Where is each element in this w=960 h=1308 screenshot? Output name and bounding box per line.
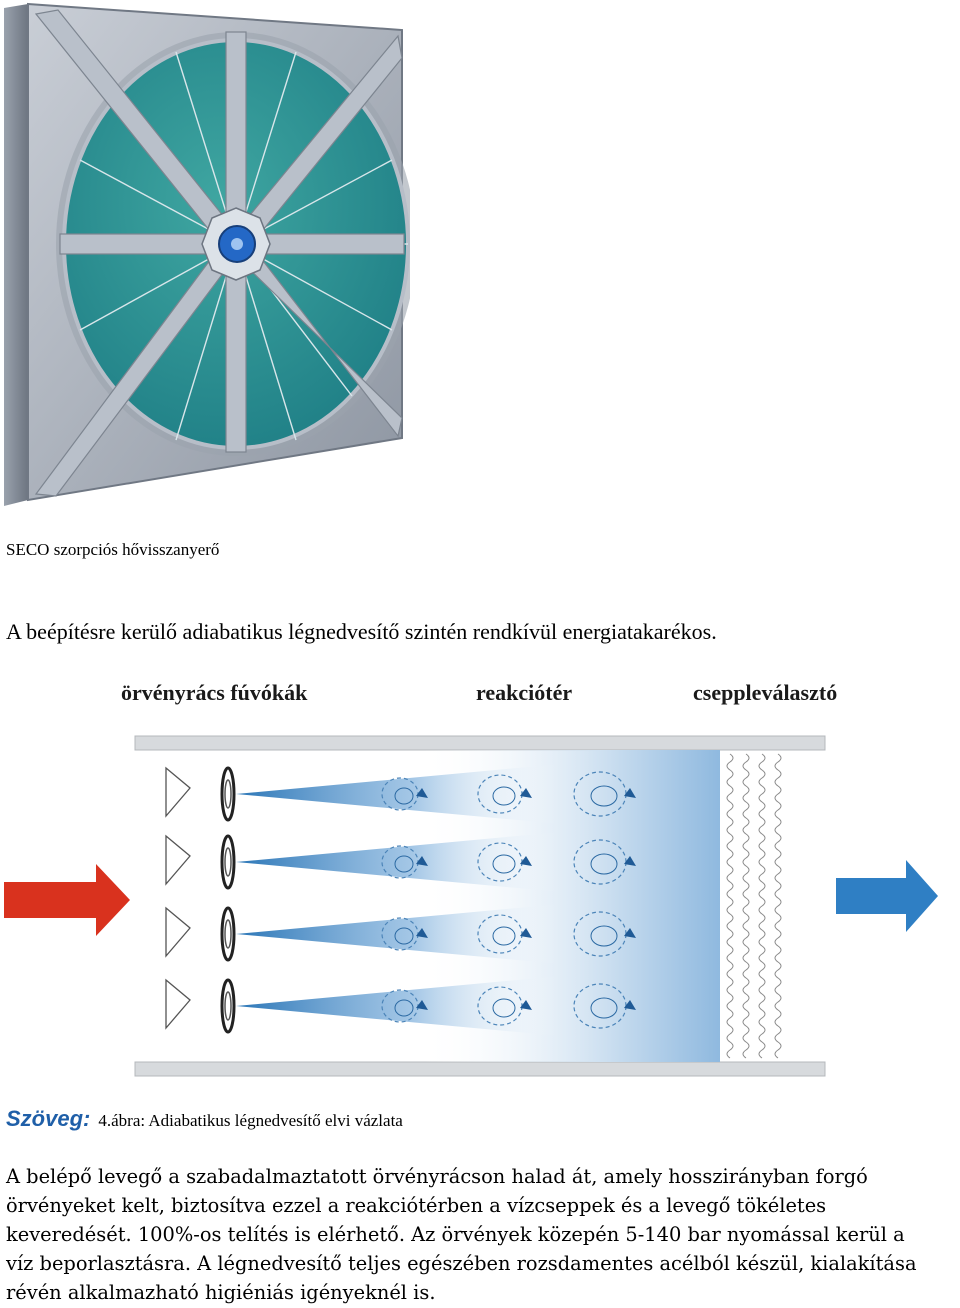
- paragraph-line: A belépő levegő a szabadalmaztatott örvé…: [6, 1165, 868, 1188]
- zone-label-reaction-chamber: reakciótér: [476, 680, 573, 705]
- swirl-vane: [165, 978, 191, 1030]
- figure-caption: 4.ábra: Adiabatikus légnedvesítő elvi vá…: [98, 1111, 403, 1130]
- intro-sentence: A beépítésre kerülő adiabatikus légnedve…: [6, 619, 717, 644]
- swirl-vane: [165, 906, 191, 958]
- spray-cone: [236, 832, 560, 892]
- spray-nozzle: [220, 834, 236, 890]
- spray-cone: [236, 764, 560, 824]
- zone-label-droplet-separator: cseppleválasztó: [693, 680, 838, 705]
- figure-label-prefix: Szöveg:: [6, 1106, 91, 1131]
- paragraph-line: keveredését. 100%-os telítés is elérhető…: [6, 1223, 905, 1246]
- spray-nozzle: [220, 906, 236, 962]
- photo-caption: SECO szorpciós hővisszanyerő: [6, 540, 220, 559]
- zone-label-swirl-nozzles: örvényrács fúvókák: [121, 680, 308, 705]
- paragraph-line: révén alkalmazható higiéniás igényeknél …: [6, 1281, 436, 1304]
- humidifier-diagram: [4, 735, 938, 1077]
- outlet-air-arrow: [836, 860, 938, 932]
- swirl-vane: [165, 766, 191, 818]
- spray-nozzle: [220, 978, 236, 1034]
- paragraph-line: örvényeket kelt, biztosítva ezzel a reak…: [6, 1194, 827, 1217]
- heat-recovery-wheel-image: [4, 2, 410, 506]
- spray-nozzle: [220, 766, 236, 822]
- spray-cone: [236, 904, 560, 964]
- figure-caption-line: Szöveg: 4.ábra: Adiabatikus légnedvesítő …: [6, 1106, 403, 1132]
- spray-cone: [236, 976, 560, 1036]
- inlet-air-arrow: [4, 864, 130, 936]
- description-paragraph: A belépő levegő a szabadalmaztatott örvé…: [6, 1162, 956, 1307]
- swirl-vane: [165, 834, 191, 886]
- paragraph-line: víz beporlasztásra. A légnedvesítő telje…: [6, 1252, 917, 1275]
